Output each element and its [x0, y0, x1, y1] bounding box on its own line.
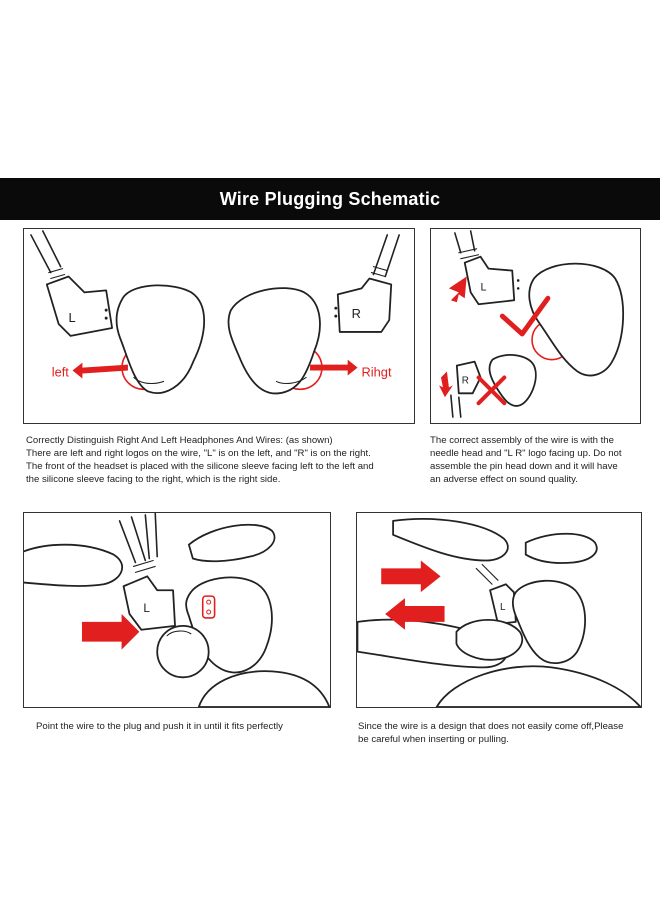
wrong-earbud	[488, 354, 537, 407]
right-plug-letter: R	[352, 306, 361, 321]
left-plug	[45, 275, 113, 337]
plug-letter: L	[500, 602, 506, 613]
thumb	[455, 619, 524, 661]
wrong-plug-letter: R	[462, 375, 469, 386]
insert-wire-diagram: L	[24, 513, 330, 707]
caption-line: Correctly Distinguish Right And Left Hea…	[26, 435, 333, 446]
left-wire-line-b	[42, 230, 62, 268]
socket-highlight	[201, 595, 216, 619]
correct-earbud	[528, 262, 624, 377]
right-earbud-shell	[227, 287, 321, 395]
right-plug	[336, 277, 393, 333]
caption-line: assemble the pin head down and it will h…	[430, 461, 618, 472]
upper-finger	[187, 523, 276, 563]
caption-correct-assembly: The correct assembly of the wire is with…	[430, 434, 650, 486]
right-wire-line-b	[384, 234, 400, 278]
left-earbud-shell	[115, 284, 206, 394]
plug	[122, 575, 176, 631]
top-finger	[392, 518, 509, 562]
caption-line: the silicone sleeve facing to the right,…	[26, 474, 281, 485]
left-arrow-icon	[72, 362, 128, 379]
caption-line: Since the wire is a design that does not…	[358, 721, 624, 732]
bottom-hand	[435, 665, 641, 707]
caption-careful-handling: Since the wire is a design that does not…	[358, 720, 648, 746]
wrong-plug	[455, 360, 482, 395]
left-plug-letter: L	[69, 310, 76, 325]
caption-line: The front of the headset is placed with …	[26, 461, 374, 472]
right-label: Rihgt	[362, 364, 392, 379]
caption-left-right: Correctly Distinguish Right And Left Hea…	[26, 434, 418, 486]
correct-plug-letter: L	[481, 281, 487, 293]
left-wire-line-a	[30, 234, 52, 274]
caption-line: The correct assembly of the wire is with…	[430, 435, 614, 446]
down-arrow-icon	[438, 371, 453, 398]
top-right-finger	[524, 533, 598, 564]
panel-insert-wire: L	[23, 512, 331, 708]
left-right-diagram: L left R Rihgt	[30, 230, 400, 395]
right-arrow-icon	[310, 359, 358, 376]
panel-careful-handling: L	[356, 512, 642, 708]
caption-line: needle head and "L R" logo facing up. Do…	[430, 448, 622, 459]
caption-line: be careful when inserting or pulling.	[358, 734, 509, 745]
plug-letter: L	[143, 601, 150, 615]
up-arrow-icon	[448, 276, 467, 303]
silicone-tip	[156, 624, 210, 679]
check-icon	[499, 295, 551, 337]
title-banner: Wire Plugging Schematic	[0, 178, 660, 220]
insert-arrow-icon	[381, 560, 441, 593]
correct-plug	[463, 255, 516, 306]
right-wire-line-a	[372, 234, 389, 276]
cross-icon	[476, 375, 507, 406]
assembly-diagram: L R	[438, 230, 624, 418]
panel-left-right-identification: L left R Rihgt	[23, 228, 415, 424]
caption-line: There are left and right logos on the wi…	[26, 448, 371, 459]
panel-correct-assembly: L R	[430, 228, 641, 424]
caption-line: Point the wire to the plug and push it i…	[36, 721, 283, 732]
left-finger	[24, 543, 124, 587]
left-label: left	[52, 364, 70, 379]
careful-handling-diagram: L	[357, 518, 641, 707]
bottom-hand	[197, 670, 330, 707]
page-title: Wire Plugging Schematic	[219, 188, 441, 209]
push-arrow-icon	[81, 613, 140, 650]
caption-line: an adverse effect on sound quality.	[430, 474, 578, 485]
caption-insert-wire: Point the wire to the plug and push it i…	[36, 720, 336, 733]
left-wire-rings	[48, 268, 66, 280]
earbud-shell	[511, 579, 586, 665]
